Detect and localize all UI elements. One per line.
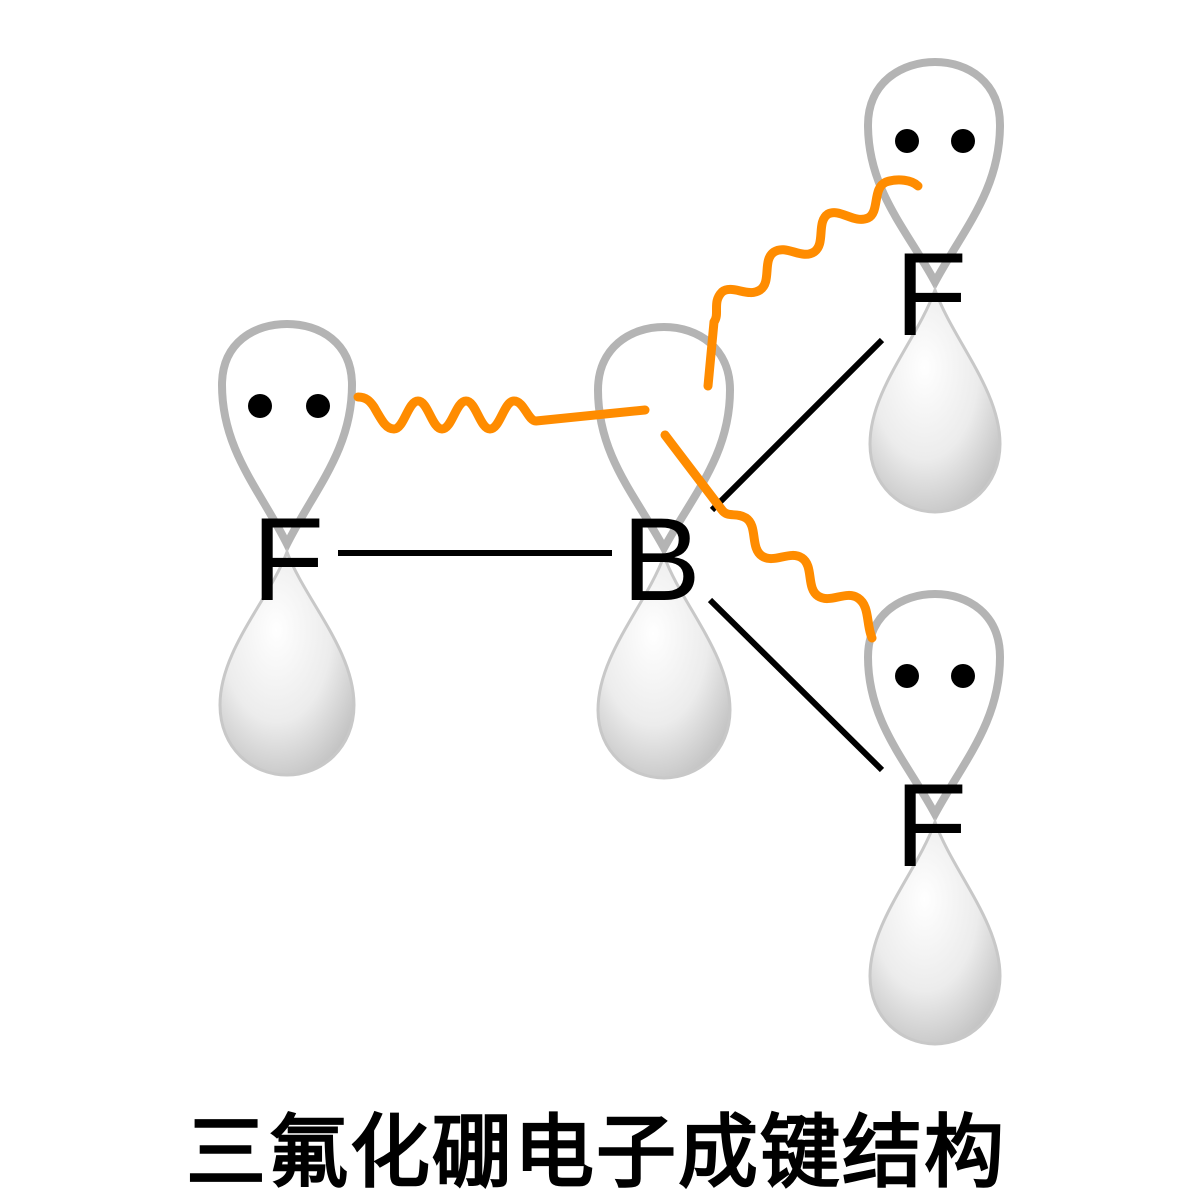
fluorine-left-upper-lobe: [217, 319, 357, 553]
diagram-caption: 三氟化硼电子成键结构: [186, 1106, 1006, 1199]
boron-lower-lobe: [596, 551, 732, 780]
fluorine-top-right-electron-2: [951, 129, 975, 153]
bond-b-f-top-right: [709, 337, 885, 513]
fluorine-left-lower-lobe: [218, 547, 356, 777]
fluorine-left-electron-1: [248, 394, 272, 418]
sigma-bonds: [338, 337, 885, 773]
donation-arrows: [353, 175, 923, 643]
atom-label-fluorine-top-right: F: [895, 229, 967, 361]
fluorine-bottom-right-lower-lobe: [868, 817, 1002, 1046]
atom-label-fluorine-left: F: [252, 494, 324, 626]
fluorine-bottom-right-electron-2: [951, 664, 975, 688]
fluorine-left-orbitals: [217, 319, 357, 777]
donation-arrow-from-left-f: [353, 392, 650, 434]
atom-label-fluorine-bottom-right: F: [895, 760, 967, 892]
bond-b-f-bottom-right: [707, 597, 885, 773]
fluorine-left-electron-2: [306, 394, 330, 418]
boron-orbitals: [593, 322, 735, 780]
fluorine-bottom-right-orbitals: [863, 589, 1005, 1046]
fluorine-bottom-right-upper-lobe: [863, 589, 1005, 823]
donation-arrow-from-top-right-f: [703, 175, 923, 391]
atom-label-boron: B: [622, 494, 701, 626]
fluorine-top-right-electron-1: [895, 129, 919, 153]
donation-arrow-from-bottom-right-f: [660, 430, 877, 643]
fluorine-bottom-right-electron-1: [895, 664, 919, 688]
fluorine-top-right-lower-lobe: [868, 285, 1002, 514]
